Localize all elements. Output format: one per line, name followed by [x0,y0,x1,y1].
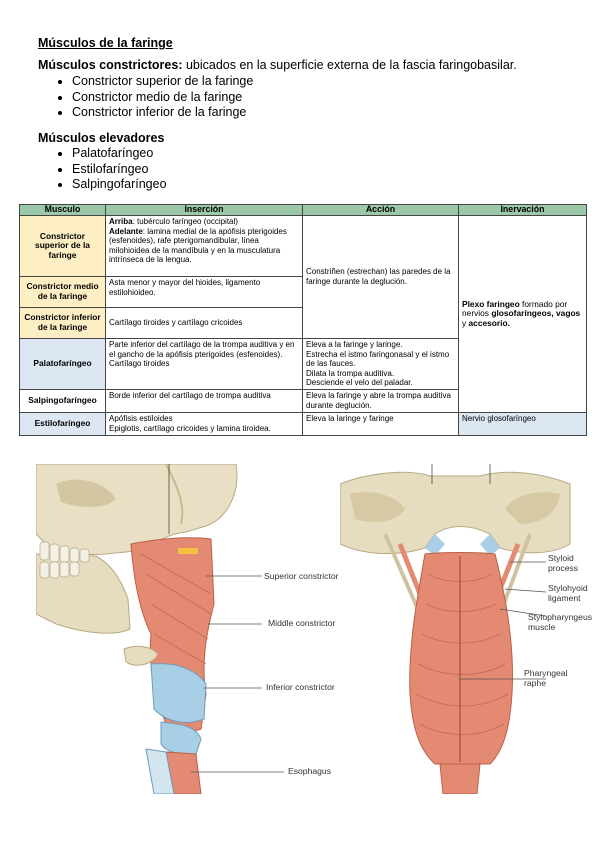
header-accion: Acción [302,204,459,216]
label-middle-constrictor: Middle constrictor [268,618,335,628]
mastoid-right [505,492,560,524]
table-row: Constrictor superior de la faringe Arrib… [19,215,587,413]
insertion-text: Parte inferior del cartílago de la tromp… [109,340,295,359]
label-superior-constrictor: Superior constrictor [264,571,339,581]
header-musculo: Musculo [19,204,106,216]
insertion-label: Adelante [109,226,143,236]
label-inferior-constrictor: Inferior constrictor [266,682,335,692]
label-stylohyoid-2: ligament [548,593,581,603]
muscle-fibers [140,553,212,720]
list-item: Estilofaríngeo [72,162,167,178]
nerve-label: Plexo faringeo [462,298,520,309]
insertion-cell: Borde inferior del cartílago de trompa a… [105,389,303,413]
header-insercion: Inserción [105,204,303,216]
innervation-cell: Plexo faringeo formado por nervios gloso… [458,215,587,413]
muscle-name: Salpingofaríngeo [19,389,106,413]
label-styloid-1: Styloid [548,553,574,563]
constrictors-label: Músculos constrictores: [38,58,183,72]
hyoid-bone [123,645,159,666]
label-raphe-2: raphe [524,678,546,688]
innervation-cell: Nervio glosofaríngeo [458,412,587,436]
insertion-cell: Parte inferior del cartílago de la tromp… [105,338,303,390]
action-cell: Constriñen (estrechan) las paredes de la… [302,215,459,339]
pharyngeal-wall [409,552,513,765]
action-cell: Eleva la faringe y abre la trompa auditi… [302,389,459,413]
list-item: Constrictor medio de la faringe [72,90,253,106]
table-row: Palatofaríngeo Parte inferior del cartíl… [19,338,587,390]
posterior-pharynx-figure: Styloid process Stylohyoid ligament Styl… [340,464,592,794]
nerve-bold: glosofaríngeos, vagos [491,308,581,319]
label-esophagus: Esophagus [288,766,331,776]
insertion-text: : lamina medial de la apófisis pterigoid… [109,226,287,265]
label-stylopharyngeus-2: muscle [528,622,555,632]
thyroid-cartilage [150,663,207,723]
table-header-row: Musculo Inserción Acción Inervación [19,204,587,216]
constrictors-intro: Músculos constrictores: ubicados en la s… [38,58,517,72]
muscle-name: Constrictor superior de la faringe [19,215,106,277]
center-labels: Superior constrictor Middle constrictor … [264,571,339,776]
teeth [39,541,90,579]
esophagus [439,763,481,794]
action-text: Desciende el velo del paladar. [306,378,413,388]
muscles-table: Musculo Inserción Acción Inervación Cons… [19,204,587,436]
muscle-name: Constrictor medio de la faringe [19,276,106,308]
styloid-left [383,533,422,615]
elevators-list: Palatofaríngeo Estilofaríngeo Salpingofa… [56,146,167,193]
skull-base [340,471,571,555]
trachea [145,748,175,794]
action-cell: Eleva la laringe y faringe [302,412,459,436]
muscle-highlight [178,548,198,554]
list-item: Palatofaríngeo [72,146,167,162]
list-item: Constrictor superior de la faringe [72,74,253,90]
insertion-text: : tubérculo faríngeo (occipital) [132,217,238,226]
nerve-text: formado por nervios [462,298,568,319]
action-cell: Eleva a la faringe y laringe.Estrecha el… [302,338,459,390]
mandible [36,553,131,634]
list-item: Constrictor inferior de la faringe [72,105,253,121]
table-row: Constrictor inferior de la faringe Cartí… [19,307,587,339]
action-text: Eleva a la faringe y laringe. [306,340,403,349]
muscle-name: Constrictor inferior de la faringe [19,307,106,339]
nerve-text: y [462,317,469,328]
muscle-name: Palatofaríngeo [19,338,106,390]
nerve-bold: accesorio. [468,317,510,328]
label-stylohyoid-1: Stylohyoid [548,583,588,593]
cartilage-left [425,534,445,556]
insertion-cell: Cartílago tiroides y cartílago cricoides [105,307,303,339]
insertion-text: Epiglotis, cartílago cricoides y lamina … [109,423,271,433]
table-row: Salpingofaríngeo Borde inferior del cart… [19,389,587,413]
insertion-cell: Arriba: tubérculo faríngeo (occipital) A… [105,215,303,277]
elevators-heading: Músculos elevadores [38,131,165,145]
mastoid-left [350,492,405,522]
label-raphe-1: Pharyngeal [524,668,568,678]
leader-lines [460,561,547,680]
lateral-constrictors-figure [36,464,284,794]
skull-shadow [56,479,116,507]
header-inervacion: Inervación [458,204,587,216]
insertion-text: Cartílago tiroides [109,359,170,369]
label-styloid-2: process [548,563,578,573]
constrictors-text: ubicados en la superficie externa de la … [182,58,517,72]
muscle-name: Estilofaríngeo [19,412,106,436]
page-title: Músculos de la faringe [38,36,173,50]
list-item: Salpingofaríngeo [72,177,167,193]
leader-lines [191,575,284,773]
label-stylopharyngeus-1: Stylopharyngeus [528,612,592,622]
insertion-text: Apófisis estiloides [109,414,173,423]
action-text: Dilata la trompa auditiva. [306,368,395,378]
insertion-label: Arriba [109,217,133,226]
action-text: Estrecha el istmo faringonasal y el istm… [306,349,450,369]
insertion-cell: Asta menor y mayor del hioides, ligament… [105,276,303,308]
cartilage-right [480,534,500,556]
constrictors-list: Constrictor superior de la faringe Const… [56,74,253,121]
